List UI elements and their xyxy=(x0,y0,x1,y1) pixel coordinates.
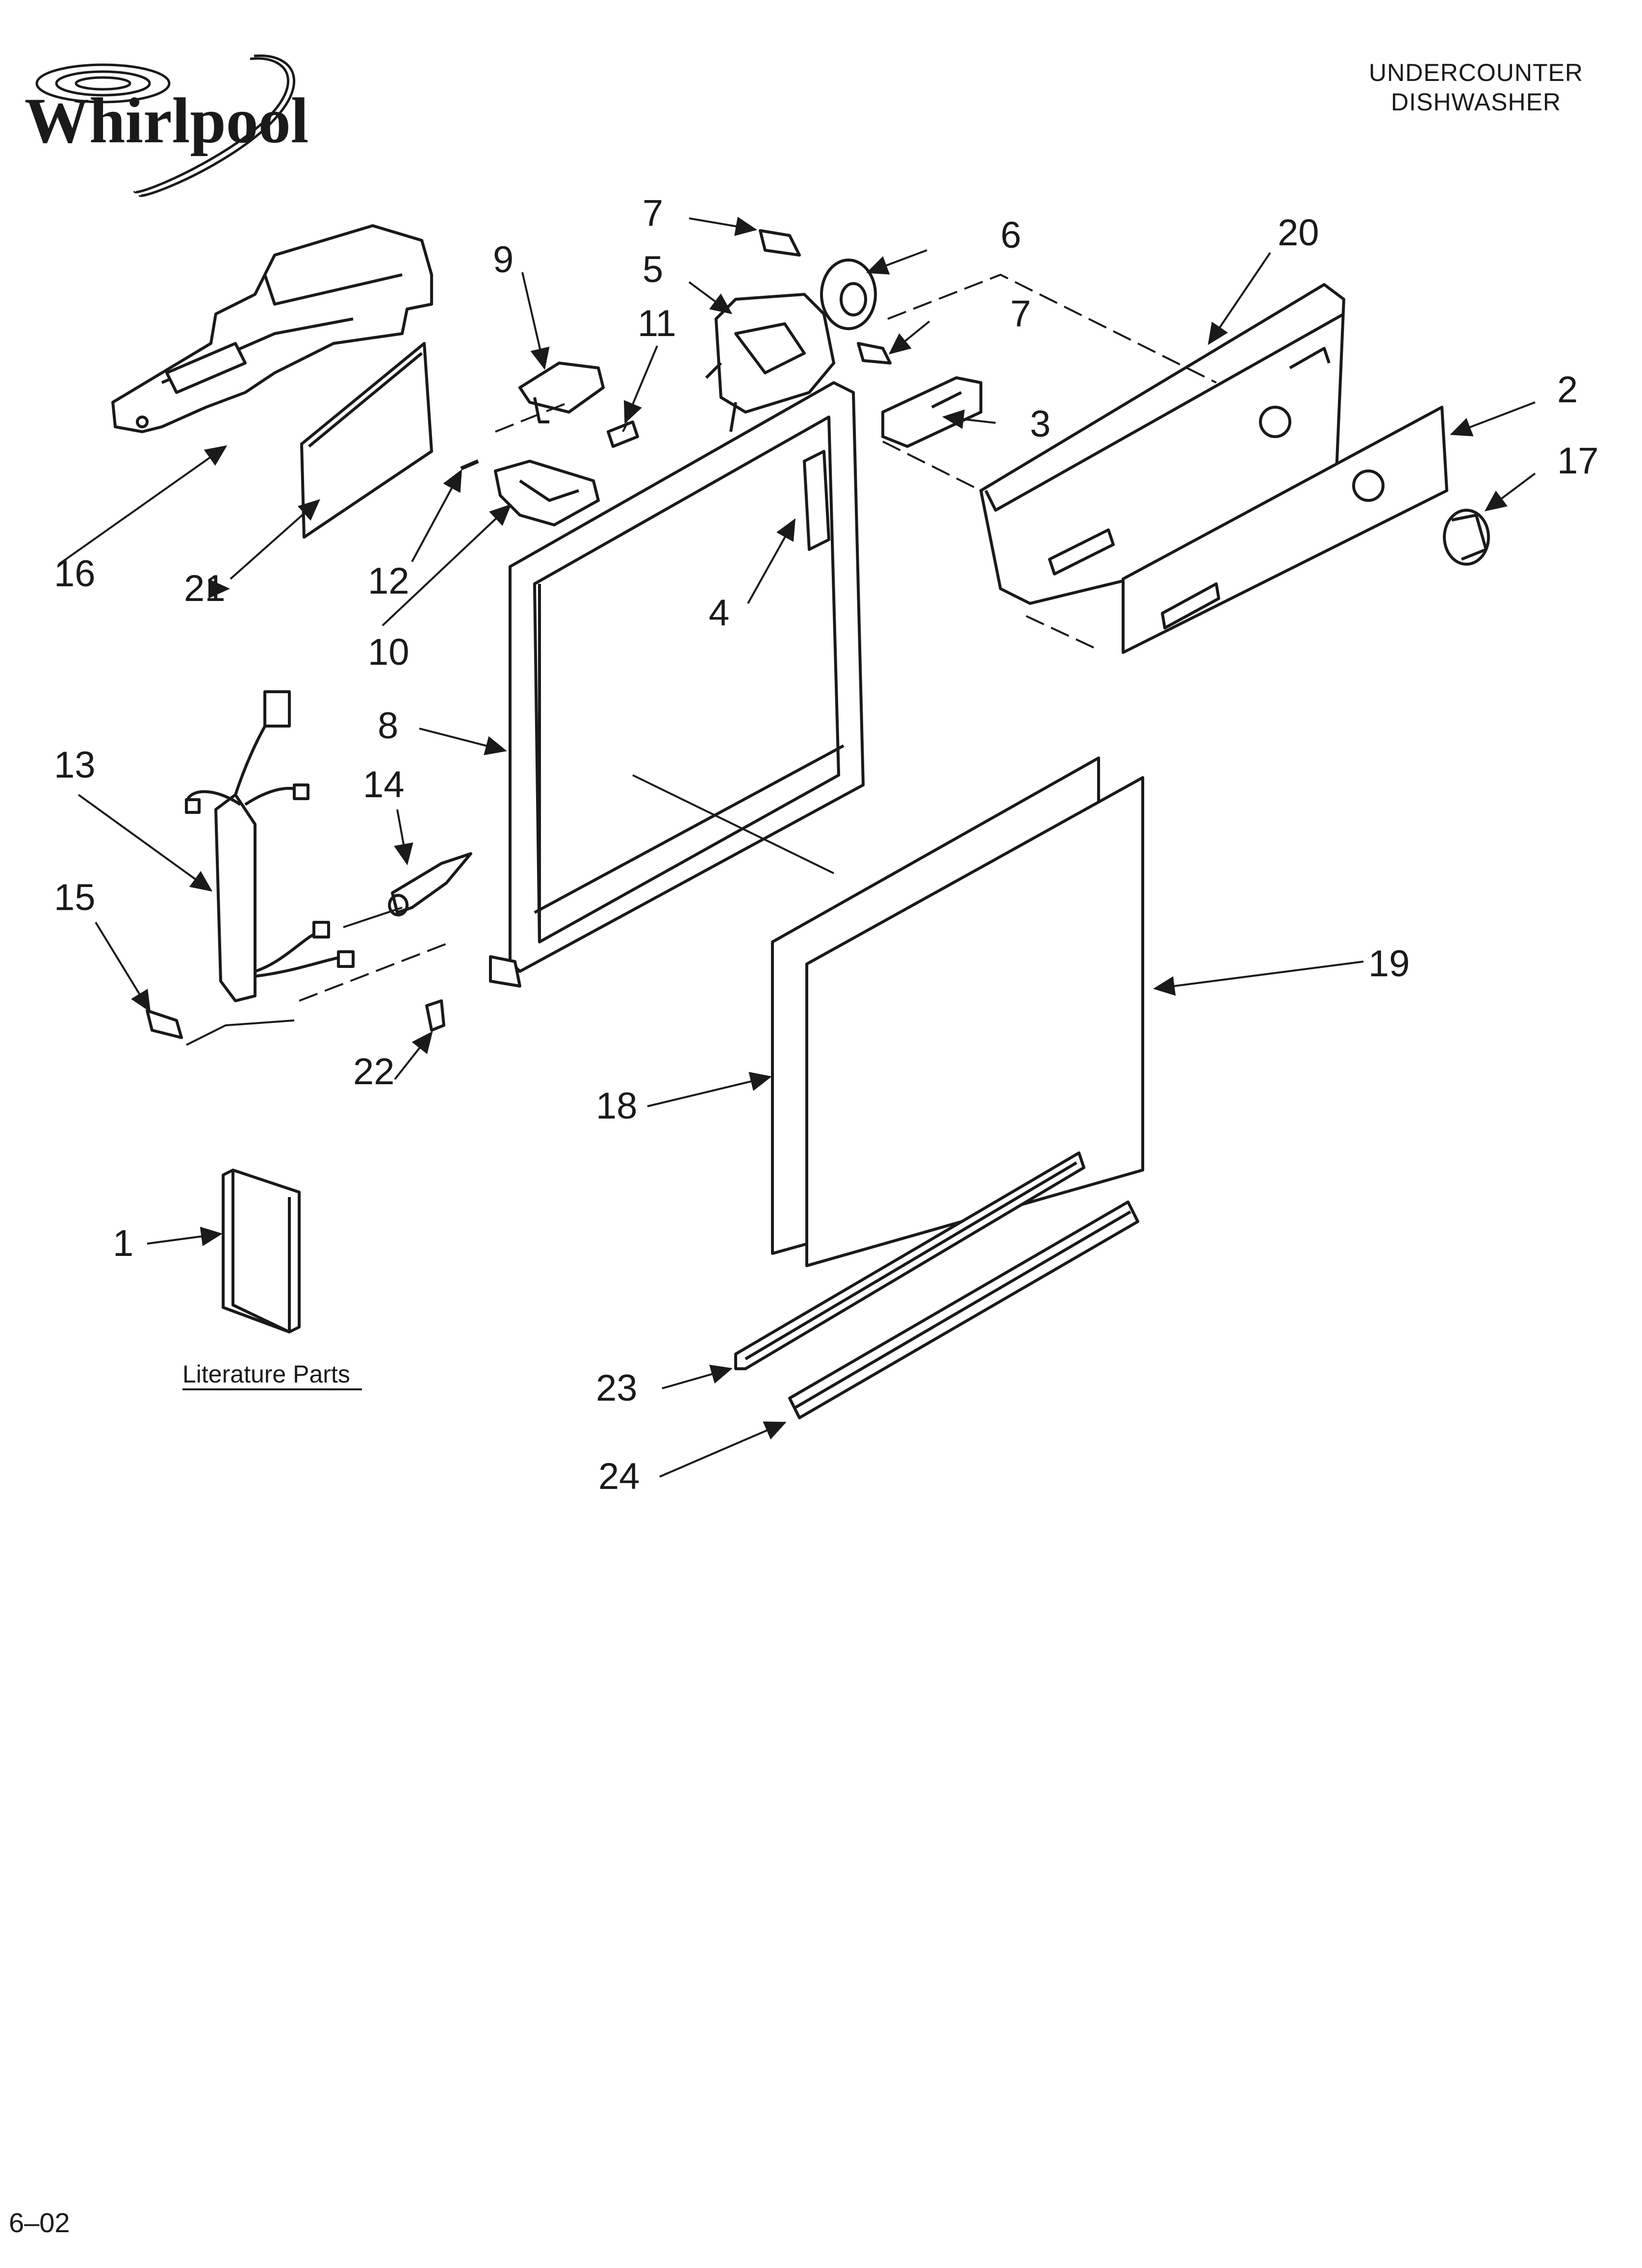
callout-1: 1 xyxy=(113,1223,133,1264)
heading-line-1: UNDERCOUNTER xyxy=(1369,59,1583,86)
part-5-timer xyxy=(705,293,835,432)
whirlpool-logo: Whirlpool xyxy=(25,54,308,197)
callout-17: 17 xyxy=(1557,440,1599,482)
part-14-connector xyxy=(388,852,472,916)
part-23-trim-strip xyxy=(734,1151,1085,1370)
callout-7-lower: 7 xyxy=(1010,293,1031,335)
harness-lead xyxy=(186,907,403,1046)
part-1-literature xyxy=(222,1169,301,1333)
callout-12: 12 xyxy=(368,560,410,602)
callout-9: 9 xyxy=(493,239,513,281)
part-19-door-panel-front xyxy=(805,776,1144,1267)
callout-19: 19 xyxy=(1368,943,1410,985)
part-17-knob xyxy=(1443,509,1490,566)
part-6-knob-hub xyxy=(820,259,877,330)
part-10-bracket xyxy=(494,460,600,526)
callout-18: 18 xyxy=(596,1085,638,1127)
part-9-switch xyxy=(518,362,605,423)
callout-21: 21 xyxy=(184,568,226,609)
callout-15: 15 xyxy=(54,877,96,918)
part-16-vent-housing xyxy=(111,224,433,433)
part-8-door-frame xyxy=(489,381,865,988)
alignment-guides xyxy=(299,274,1217,1002)
part-2-panel-insert xyxy=(1122,406,1448,654)
callout-8: 8 xyxy=(378,705,398,747)
callout-23: 23 xyxy=(596,1367,638,1409)
leader-lines xyxy=(58,216,1536,1478)
callout-20: 20 xyxy=(1278,212,1319,254)
appliance-type-heading: UNDERCOUNTER DISHWASHER xyxy=(1369,58,1583,117)
part-3-control-switch xyxy=(881,376,982,448)
logo-wordmark: Whirlpool xyxy=(25,84,308,156)
revision-date: 6–02 xyxy=(9,2207,70,2238)
callout-6: 6 xyxy=(1001,214,1021,256)
callout-13: 13 xyxy=(54,744,96,786)
callout-24: 24 xyxy=(598,1456,640,1497)
part-12-pin xyxy=(460,459,479,470)
callout-10: 10 xyxy=(368,631,410,673)
callout-3: 3 xyxy=(1030,403,1051,445)
callout-5: 5 xyxy=(642,249,663,290)
part-7-screw-lower xyxy=(857,342,892,365)
part-13-wire-harness xyxy=(185,690,355,1002)
callout-2: 2 xyxy=(1557,369,1578,411)
part-24-bottom-trim xyxy=(788,1200,1139,1419)
literature-parts-label: Literature Parts xyxy=(182,1360,350,1388)
part-7-screw-upper xyxy=(759,229,801,257)
heading-line-2: DISHWASHER xyxy=(1390,88,1562,116)
callout-14: 14 xyxy=(363,764,405,806)
part-15-screw xyxy=(146,1009,183,1039)
callout-7-upper: 7 xyxy=(642,192,663,234)
part-11-clip xyxy=(607,420,639,448)
callout-4: 4 xyxy=(709,592,729,634)
callout-11: 11 xyxy=(638,303,676,344)
callout-16: 16 xyxy=(54,553,96,595)
callout-22: 22 xyxy=(353,1051,395,1093)
part-22-clip xyxy=(425,999,445,1032)
part-21-insulation xyxy=(300,342,433,539)
